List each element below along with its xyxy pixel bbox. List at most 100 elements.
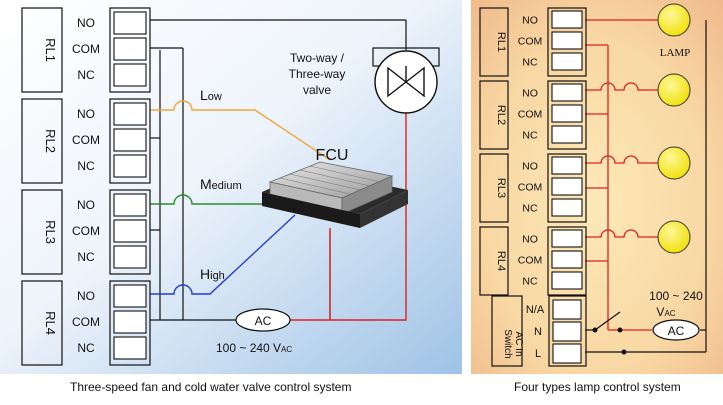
- right-terminal-screw: [551, 83, 583, 102]
- ac-source-left: [235, 308, 291, 332]
- right-wiring: [585, 19, 707, 355]
- right-terminal-screw: [551, 229, 583, 248]
- ac-label-left: AC: [255, 314, 272, 328]
- right-relay-1-label: RL1: [495, 32, 507, 52]
- left-relay-3: RL3 NO COM NC: [21, 189, 151, 275]
- valve-symbol: [372, 47, 440, 114]
- caption-right: Four types lamp control system: [514, 380, 681, 394]
- right-relay-3-label: RL3: [495, 178, 507, 198]
- left-terminal-com: COM: [72, 133, 100, 147]
- right-terminal-nc: NC: [522, 203, 538, 215]
- left-terminal-screw: [113, 63, 147, 87]
- left-relay-2-label: RL2: [43, 129, 58, 153]
- right-terminal-screw: [551, 10, 583, 29]
- low-speed-wire: [150, 100, 331, 161]
- left-terminal-screw: [113, 284, 147, 308]
- right-terminal-nc: NC: [522, 276, 538, 288]
- left-terminal-screw: [113, 336, 147, 360]
- left-terminal-screw: [113, 37, 147, 61]
- voltage-label-right: 100 ~ 240: [649, 289, 703, 303]
- valve-label-2: Three-way: [289, 67, 346, 81]
- left-terminal-screw: [113, 128, 147, 152]
- terminal-na: N/A: [526, 304, 545, 316]
- right-terminal-nc: NC: [522, 57, 538, 69]
- right-relay-4: RL4 NO COM NC: [479, 226, 587, 296]
- lamp-1: [657, 3, 691, 37]
- left-relay-1-label: RL1: [43, 38, 58, 62]
- left-terminal-screw: [113, 102, 147, 126]
- left-terminal-screw: [113, 154, 147, 178]
- live-wire: [290, 112, 407, 321]
- left-relay-4: RL4 NO COM NC: [21, 280, 151, 366]
- voltage-unit-right: VAC: [656, 305, 675, 319]
- input-terminal-block: [491, 295, 587, 367]
- terminal-n: N: [534, 326, 542, 338]
- left-terminal-com: COM: [72, 315, 100, 329]
- fcu-label: FCU: [316, 147, 349, 164]
- valve-label-1: Two-way /: [290, 51, 345, 65]
- right-terminal-com: COM: [518, 182, 543, 194]
- right-terminal-no: NO: [522, 161, 538, 173]
- left-terminal-com: COM: [72, 42, 100, 56]
- terminal-l: L: [535, 348, 541, 360]
- right-terminal-screw: [551, 198, 583, 217]
- ac-source-right: [652, 319, 700, 341]
- left-relay-3-label: RL3: [43, 220, 58, 244]
- left-terminal-screw: [113, 193, 147, 217]
- voltage-label-left: 100 ~ 240 VAC: [216, 341, 292, 355]
- left-terminal-screw: [113, 219, 147, 243]
- left-terminal-nc: NC: [77, 250, 95, 264]
- right-terminal-com: COM: [518, 36, 543, 48]
- right-terminal-screw: [551, 271, 583, 290]
- left-relay-1: RL1 NO COM NC: [21, 7, 151, 93]
- right-terminal-screw: [551, 104, 583, 123]
- lamp-4: [657, 220, 691, 254]
- left-terminal-nc: NC: [77, 68, 95, 82]
- right-terminal-nc: NC: [522, 130, 538, 142]
- right-terminal-screw: [551, 156, 583, 175]
- left-terminal-screw: [113, 11, 147, 35]
- right-terminal-screw: [551, 31, 583, 50]
- medium-speed-wire: [150, 194, 265, 205]
- ac-label-right: AC: [668, 324, 685, 338]
- right-terminal-com: COM: [518, 109, 543, 121]
- left-terminal-no: NO: [77, 289, 95, 303]
- left-terminal-no: NO: [77, 16, 95, 30]
- high-speed-wire: [150, 214, 296, 295]
- right-terminal-screw: [551, 177, 583, 196]
- caption-left: Three-speed fan and cold water valve con…: [70, 380, 352, 394]
- right-terminal-no: NO: [522, 88, 538, 100]
- switch-label: Switch: [502, 329, 513, 358]
- label-medium: Medium: [200, 176, 242, 192]
- lamp-label: LAMP: [660, 47, 691, 59]
- fcu-unit: [262, 161, 408, 228]
- right-terminal-com: COM: [518, 255, 543, 267]
- right-terminal-screw: [551, 52, 583, 71]
- left-terminal-no: NO: [77, 107, 95, 121]
- right-panel-background: [471, 0, 723, 374]
- left-terminal-nc: NC: [77, 341, 95, 355]
- lamp-2: [657, 73, 691, 107]
- valve-label-3: valve: [303, 83, 331, 97]
- lamps: [657, 3, 691, 254]
- left-relay-4-label: RL4: [43, 311, 58, 335]
- right-relay-2-label: RL2: [495, 105, 507, 125]
- label-low: Low: [200, 87, 222, 103]
- right-relay-4-label: RL4: [495, 251, 507, 271]
- left-terminal-no: NO: [77, 198, 95, 212]
- left-relay-2: RL2 NO COM NC: [21, 98, 151, 184]
- left-terminal-com: COM: [72, 224, 100, 238]
- left-terminal-nc: NC: [77, 159, 95, 173]
- ac-in-label: AC In: [513, 331, 524, 356]
- right-terminal-screw: [551, 250, 583, 269]
- right-terminal-no: NO: [522, 15, 538, 27]
- left-wiring: [150, 19, 407, 321]
- right-terminal-screw: [551, 125, 583, 144]
- lamp-3: [657, 146, 691, 180]
- right-relay-1: RL1 NO COM NC: [479, 7, 587, 77]
- right-terminal-no: NO: [522, 234, 538, 246]
